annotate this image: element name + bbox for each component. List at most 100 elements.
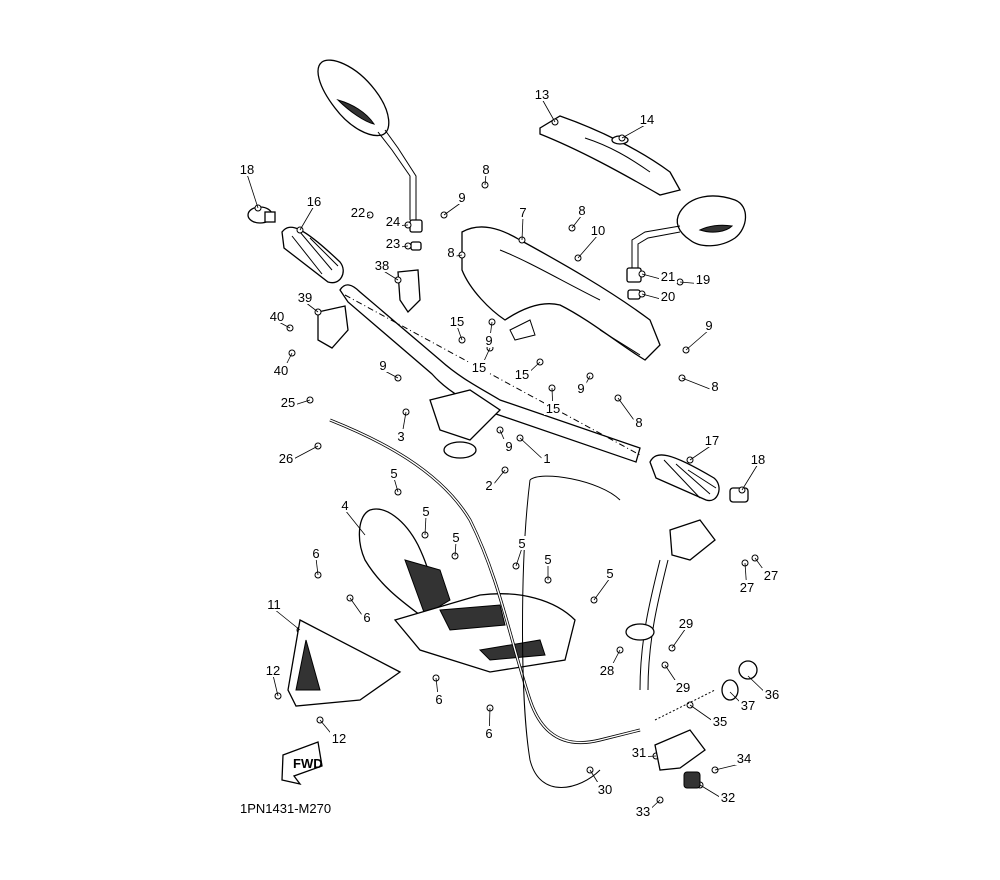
callout-bg — [272, 363, 290, 377]
callout-bg — [674, 680, 692, 694]
callout-bg — [448, 314, 466, 328]
callout-bg — [638, 112, 656, 126]
fwd-arrow: FWD — [281, 741, 323, 786]
callout-number: 5 — [518, 536, 525, 551]
callout-number: 9 — [705, 318, 712, 333]
callout-bg — [395, 429, 407, 443]
left-grip — [247, 206, 344, 284]
callout-bg — [719, 790, 737, 804]
callout-number: 18 — [751, 452, 765, 467]
leader-line — [454, 541, 457, 557]
callout-bg — [694, 272, 712, 286]
leader-line — [272, 674, 279, 697]
callout-number: 9 — [485, 333, 492, 348]
callout-number: 5 — [544, 552, 551, 567]
leader-line — [424, 515, 427, 536]
callout-bg — [513, 367, 531, 381]
callout-number: 30 — [598, 782, 612, 797]
leader-line — [593, 577, 611, 601]
leader-line — [515, 547, 523, 567]
callout-bg — [480, 162, 492, 176]
leader-line — [273, 608, 301, 631]
callout-number: 32 — [721, 790, 735, 805]
callout-bg — [544, 401, 562, 415]
callout-bg — [738, 580, 756, 594]
callout-bg — [596, 782, 614, 796]
callout-bg — [598, 663, 616, 677]
callout-bg — [373, 258, 391, 272]
callout-bg — [659, 289, 677, 303]
callout-number: 9 — [577, 381, 584, 396]
callout-bg — [279, 395, 297, 409]
callout-bg — [388, 466, 400, 480]
callout-number: 21 — [661, 269, 675, 284]
callout-bg — [589, 223, 607, 237]
callout-bg — [296, 290, 314, 304]
callout-bg — [739, 698, 757, 712]
leader-line — [521, 216, 524, 241]
callout-bg — [238, 162, 256, 176]
callout-number: 12 — [332, 731, 346, 746]
callout-bg — [456, 190, 468, 204]
callout-number: 15 — [450, 314, 464, 329]
callout-bg — [575, 381, 587, 395]
callout-number: 29 — [676, 680, 690, 695]
callout-number: 7 — [519, 205, 526, 220]
callout-bg — [762, 568, 780, 582]
callout-number: 24 — [386, 214, 400, 229]
callout-number: 9 — [505, 439, 512, 454]
callout-number: 14 — [640, 112, 654, 127]
callout-number: 6 — [435, 692, 442, 707]
callout-bg — [604, 566, 616, 580]
diagram-code: 1PN1431-M270 — [240, 801, 331, 816]
callout-bg — [361, 610, 373, 624]
callout-bg — [277, 451, 295, 465]
callout-bg — [517, 205, 529, 219]
callout-number: 8 — [447, 245, 454, 260]
rear-brake-bracket — [625, 519, 716, 691]
callout-bg — [576, 203, 588, 217]
callout-number: 40 — [270, 309, 284, 324]
callout-number: 34 — [737, 751, 751, 766]
callout-bg — [305, 194, 323, 208]
leader-line — [621, 123, 648, 139]
callout-bg — [265, 597, 283, 611]
callout-number: 40 — [274, 363, 288, 378]
callout-bg — [384, 214, 402, 228]
callout-number: 29 — [679, 616, 693, 631]
fwd-label: FWD — [293, 756, 323, 771]
callout-number: 15 — [472, 360, 486, 375]
callout-bg — [516, 536, 528, 550]
callout-number: 17 — [705, 433, 719, 448]
callout-number: 5 — [422, 504, 429, 519]
callout-bg — [330, 731, 348, 745]
callout-bg — [445, 245, 457, 259]
callout-number: 27 — [740, 580, 754, 595]
windscreen — [287, 619, 402, 707]
callout-number: 6 — [485, 726, 492, 741]
callout-number: 5 — [606, 566, 613, 581]
callout-number: 26 — [279, 451, 293, 466]
callout-number: 2 — [485, 478, 492, 493]
callout-bg — [377, 358, 389, 372]
callout-number: 11 — [267, 597, 281, 612]
callout-number: 18 — [240, 162, 254, 177]
left-mirror-nuts — [409, 219, 423, 251]
callout-bg — [483, 726, 495, 740]
callout-number: 20 — [661, 289, 675, 304]
left-mirror — [317, 59, 417, 220]
leader-line — [344, 509, 366, 536]
callout-number: 6 — [363, 610, 370, 625]
brake-cable — [329, 418, 641, 788]
callout-bg — [749, 452, 767, 466]
callout-number: 38 — [375, 258, 389, 273]
callout-number: 37 — [741, 698, 755, 713]
callout-bg — [503, 439, 515, 453]
leader-line — [685, 329, 710, 351]
front-cover-4 — [358, 508, 451, 616]
brake-lever-bracket — [654, 729, 706, 789]
callout-number: 8 — [711, 379, 718, 394]
callout-number: 9 — [379, 358, 386, 373]
